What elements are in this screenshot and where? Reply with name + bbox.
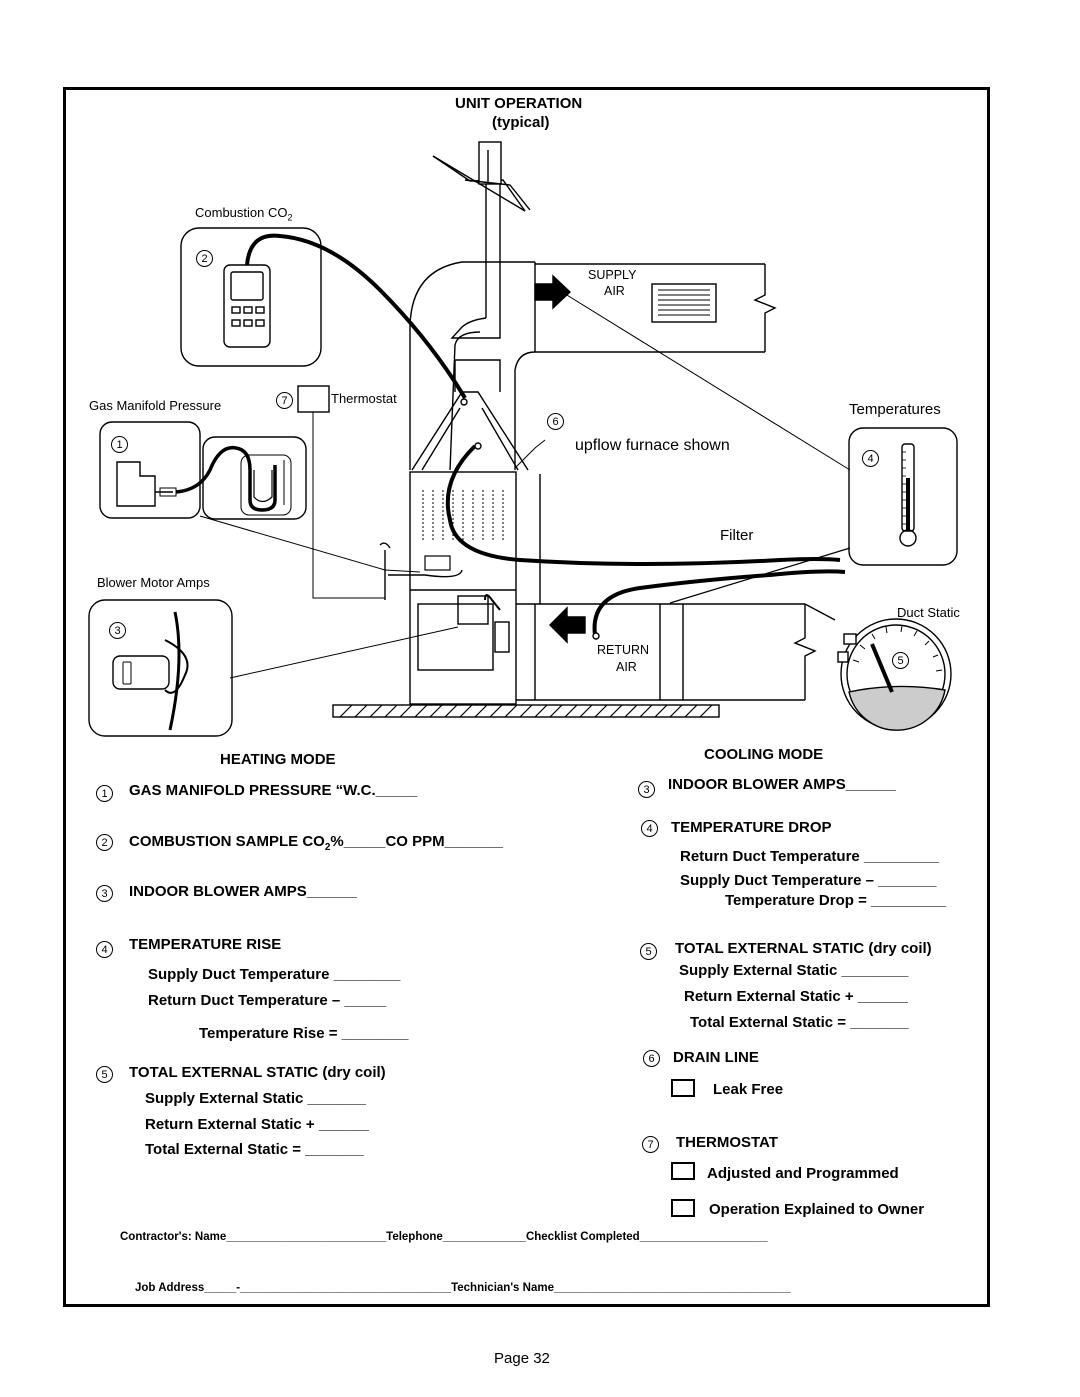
heating-gas-manifold: GAS MANIFOLD PRESSURE “W.C._____ xyxy=(129,782,418,799)
cooling-item-4-number: 4 xyxy=(641,820,658,837)
cooling-blower-amps: INDOOR BLOWER AMPS______ xyxy=(668,776,896,793)
callout-7: 7 xyxy=(276,392,293,409)
heating-item-3-number: 3 xyxy=(96,885,113,902)
heating-supply-static: Supply External Static _______ xyxy=(145,1090,366,1107)
cooling-item-7-number: 7 xyxy=(642,1136,659,1153)
heating-item-2-number: 2 xyxy=(96,834,113,851)
supply-air-label: AIR xyxy=(604,284,625,298)
temperature-probe-wire xyxy=(445,291,851,640)
return-air-label: AIR xyxy=(616,660,637,674)
gas-manifold-label: Gas Manifold Pressure xyxy=(89,398,222,413)
cooling-supply-temp: Supply Duct Temperature – _______ xyxy=(680,872,937,889)
heating-return-temp: Return Duct Temperature – _____ xyxy=(148,992,387,1009)
filter-label: Filter xyxy=(720,527,754,544)
heating-blower-amps: INDOOR BLOWER AMPS______ xyxy=(129,883,357,900)
temperatures-label: Temperatures xyxy=(849,401,941,418)
vent-pipe xyxy=(432,141,531,339)
heating-temp-rise: TEMPERATURE RISE xyxy=(129,936,282,953)
duct-static-label: Duct Static xyxy=(897,605,960,620)
heating-temp-rise-result: Temperature Rise = ________ xyxy=(199,1025,409,1042)
cooling-temp-drop-result: Temperature Drop = _________ xyxy=(725,892,947,909)
checklist-frame xyxy=(63,87,990,1307)
heating-item-5-number: 5 xyxy=(96,1066,113,1083)
adjusted-programmed-checkbox[interactable] xyxy=(671,1162,695,1180)
heating-static-header: TOTAL EXTERNAL STATIC (dry coil) xyxy=(129,1064,386,1081)
cooling-item-3-number: 3 xyxy=(638,781,655,798)
heating-mode-header: HEATING MODE xyxy=(220,751,336,768)
thermostat-header: THERMOSTAT xyxy=(676,1134,778,1151)
thermostat-symbol xyxy=(297,385,385,599)
callout-4: 4 xyxy=(862,450,879,467)
supply-label: SUPPLY xyxy=(588,268,637,282)
return-label: RETURN xyxy=(597,643,650,657)
cooling-item-5-number: 5 xyxy=(640,943,657,960)
leak-free-label: Leak Free xyxy=(713,1081,784,1098)
cooling-temp-drop: TEMPERATURE DROP xyxy=(671,819,832,836)
cooling-item-6-number: 6 xyxy=(643,1050,660,1067)
cooling-return-static: Return External Static + ______ xyxy=(684,988,908,1005)
drain-line-header: DRAIN LINE xyxy=(673,1049,759,1066)
callout-3: 3 xyxy=(109,622,126,639)
thermostat-label: Thermostat xyxy=(331,391,397,406)
return-duct xyxy=(516,474,836,701)
contractor-line: Contractor's: Name______________________… xyxy=(120,1231,768,1243)
callout-5: 5 xyxy=(892,652,909,669)
heating-supply-temp: Supply Duct Temperature ________ xyxy=(148,966,401,983)
combustion-label: Combustion CO2 xyxy=(195,205,293,223)
cooling-return-temp: Return Duct Temperature _________ xyxy=(680,848,939,865)
operation-explained-label: Operation Explained to Owner xyxy=(709,1201,925,1218)
diagram-subtitle: (typical) xyxy=(492,114,550,131)
callout-6: 6 xyxy=(547,413,564,430)
cooling-total-static: Total External Static = _______ xyxy=(690,1014,909,1031)
operation-explained-checkbox[interactable] xyxy=(671,1199,695,1217)
evaporator-coil xyxy=(411,359,529,471)
cooling-mode-header: COOLING MODE xyxy=(704,746,824,763)
floor xyxy=(332,704,720,718)
heating-return-static: Return External Static + ______ xyxy=(145,1116,369,1133)
combustion-analyzer-box xyxy=(180,227,468,406)
blower-amps-label: Blower Motor Amps xyxy=(97,575,210,590)
thermometer-box xyxy=(848,427,958,566)
leak-free-checkbox[interactable] xyxy=(671,1079,695,1097)
furnace-cabinet xyxy=(379,471,517,705)
amp-clamp-box xyxy=(88,599,459,737)
cooling-static-header: TOTAL EXTERNAL STATIC (dry coil) xyxy=(675,940,932,957)
heating-total-static: Total External Static = _______ xyxy=(145,1141,364,1158)
callout-1: 1 xyxy=(111,436,128,453)
cooling-supply-static: Supply External Static ________ xyxy=(679,962,909,979)
heating-item-4-number: 4 xyxy=(96,941,113,958)
job-address-line: Job Address_____-_______________________… xyxy=(135,1282,791,1294)
heating-item-1-number: 1 xyxy=(96,785,113,802)
upflow-label: upflow furnace shown xyxy=(575,437,730,454)
adjusted-programmed-label: Adjusted and Programmed xyxy=(707,1165,899,1182)
static-pressure-gauge xyxy=(837,618,952,731)
callout-2: 2 xyxy=(196,250,213,267)
manometer-box xyxy=(99,421,421,573)
heating-combustion: COMBUSTION SAMPLE CO2%_____CO PPM_______ xyxy=(129,833,504,853)
diagram-title: UNIT OPERATION xyxy=(455,95,583,112)
page-number: Page 32 xyxy=(494,1350,550,1367)
